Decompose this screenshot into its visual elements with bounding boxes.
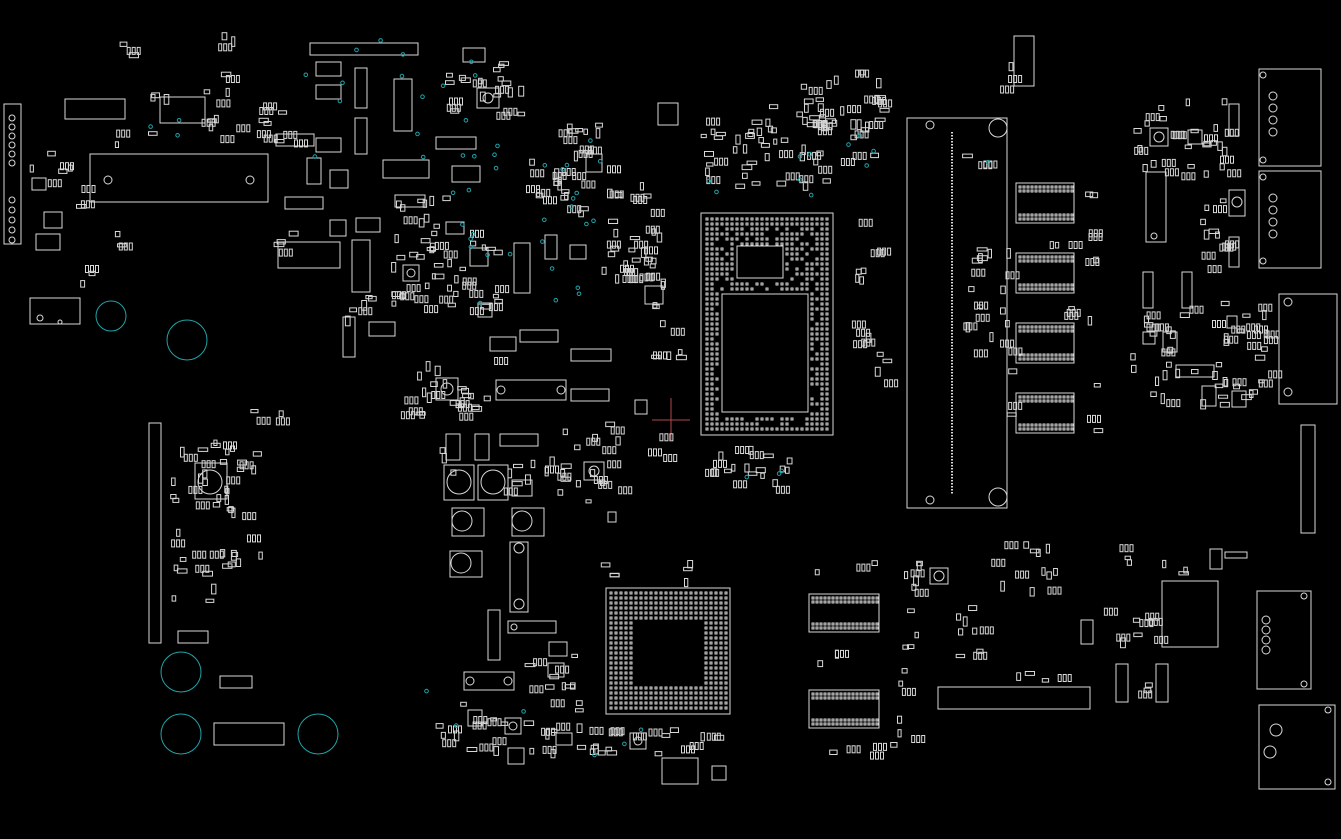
cpu-left-components[interactable] <box>634 102 679 415</box>
top-connector[interactable] <box>1013 35 1035 87</box>
memory-slot[interactable] <box>906 117 1008 509</box>
right-side-components[interactable] <box>1142 103 1247 408</box>
left-vertical-connector[interactable] <box>148 422 285 746</box>
right-edge-ports[interactable] <box>1256 68 1338 790</box>
memory-chips-upper[interactable] <box>1015 182 1075 434</box>
smd-components[interactable] <box>29 32 1283 760</box>
crosshair-icon <box>652 398 690 440</box>
vias <box>148 38 991 758</box>
bottom-center-cluster[interactable] <box>467 709 727 785</box>
memory-chips-lower[interactable] <box>808 593 880 729</box>
mount-holes <box>95 300 339 755</box>
left-edge-connector[interactable] <box>3 103 22 245</box>
bottom-right-components[interactable] <box>929 548 1248 710</box>
center-mid-components[interactable] <box>435 377 617 691</box>
bga-chip-bottom[interactable] <box>605 587 731 715</box>
top-left-components[interactable] <box>29 42 430 358</box>
cpu-bga-package[interactable] <box>700 212 834 436</box>
